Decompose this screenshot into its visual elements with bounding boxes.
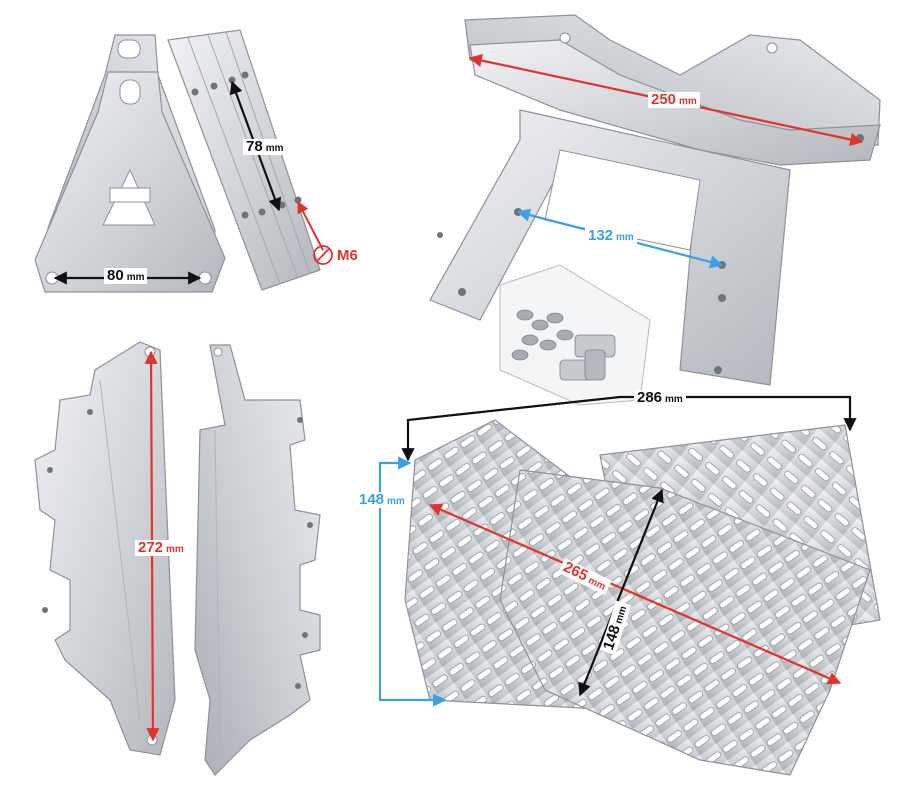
dim-unit-250: mm — [679, 96, 697, 107]
m6-symbol — [313, 245, 333, 265]
dim-unit-148-blue: mm — [387, 496, 405, 507]
dim-label-m6: M6 — [334, 248, 361, 264]
dim-value-286: 286 — [637, 389, 663, 406]
dim-value-272: 272 — [138, 539, 164, 556]
dim-line-286 — [401, 395, 857, 462]
dim-unit-78: mm — [265, 143, 284, 154]
dim-line-148-black — [578, 488, 664, 697]
dim-value-80: 80 — [107, 267, 124, 284]
dim-unit-80: mm — [126, 272, 145, 283]
dim-value-250: 250 — [651, 91, 677, 108]
dim-value-132: 132 — [588, 227, 614, 244]
u-frame-bracket-group — [429, 14, 881, 386]
m6-pointer — [297, 200, 324, 251]
dim-line-148-blue — [378, 456, 447, 707]
dim-unit-132: mm — [616, 232, 634, 243]
side-rail-right — [194, 344, 321, 776]
side-rail-left — [34, 341, 176, 756]
dim-value-m6: M6 — [337, 247, 358, 264]
dim-unit-272: mm — [166, 544, 184, 555]
dim-unit-286: mm — [665, 394, 683, 405]
dimension-lines — [53, 54, 864, 742]
triangle-bracket-group — [34, 34, 226, 293]
dim-value-148-blue: 148 — [359, 491, 385, 508]
dim-value-78: 78 — [246, 138, 263, 155]
hardware-bag — [499, 264, 651, 406]
